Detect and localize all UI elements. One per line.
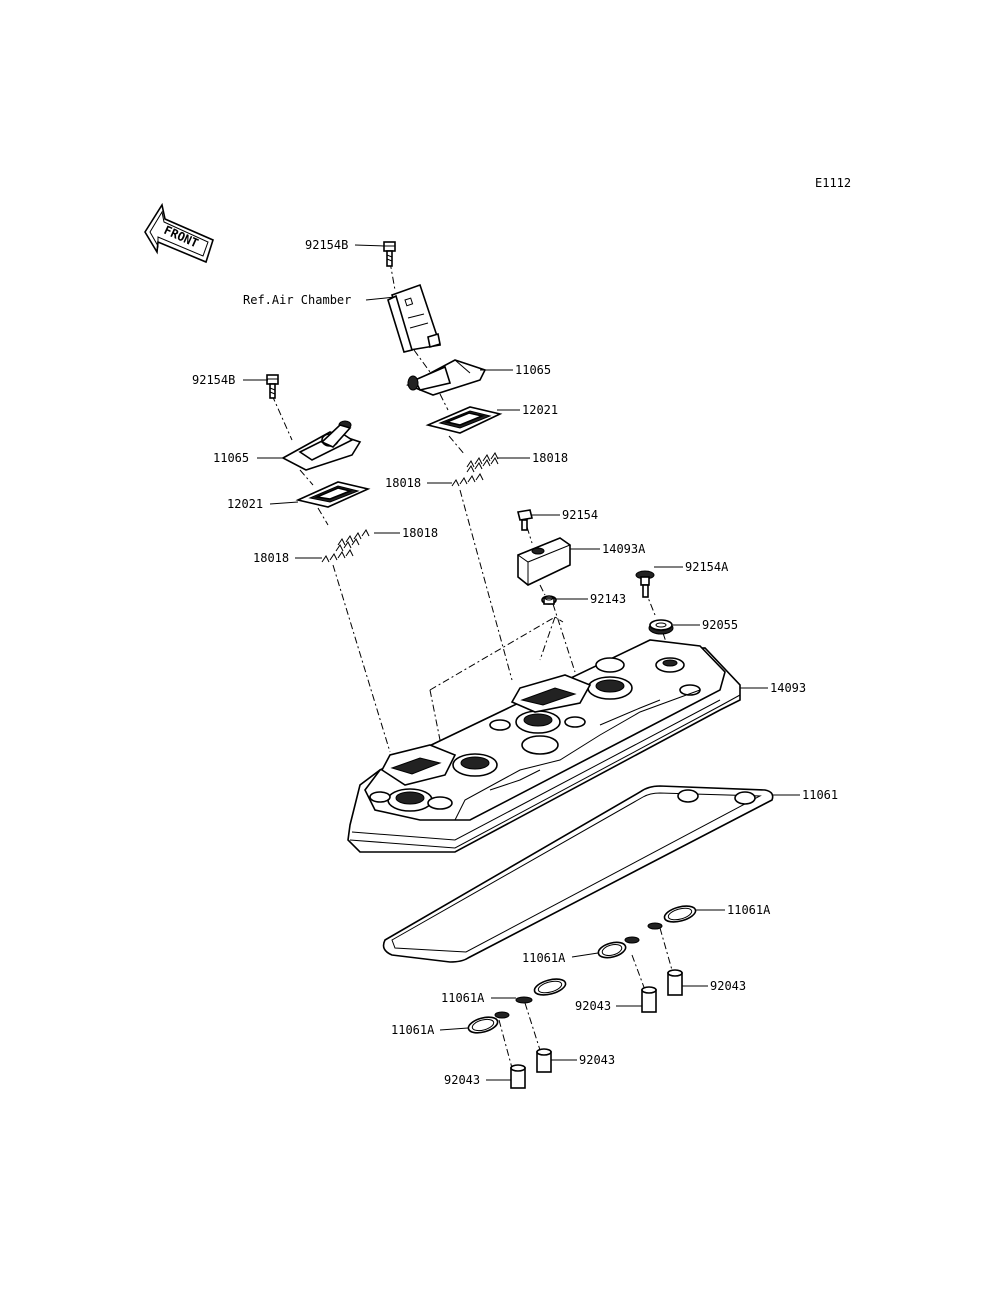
reed-clamp-left-b: [321, 549, 354, 563]
label-bolt-92154a: 92154A: [685, 560, 729, 574]
bracket-14093a: [516, 537, 572, 586]
head-cover-gasket-11061: [382, 785, 774, 963]
label-clamp-upper-a: 18018: [532, 451, 568, 465]
front-arrow-icon: FRONT: [144, 202, 214, 264]
reed-gasket-upper: [425, 406, 503, 434]
label-gasket-upper: 12021: [522, 403, 558, 417]
reed-clamp-left-a: [335, 529, 370, 552]
label-clamp-left-a: 18018: [402, 526, 438, 540]
label-collar-3: 92043: [579, 1053, 615, 1067]
reed-valve-cover-upper: [406, 359, 487, 396]
oring-11061a-1: [647, 905, 697, 930]
bolt-92154: [517, 509, 533, 531]
diagram-code: E1112: [815, 176, 851, 190]
reed-valve-cover-left: [281, 420, 362, 471]
label-clamp-left-b: 18018: [253, 551, 289, 565]
label-bolt-left: 92154B: [192, 373, 235, 387]
collar-92043-2: [641, 986, 657, 1013]
label-gasket-left: 12021: [227, 497, 263, 511]
collar-92043-1: [667, 969, 683, 996]
label-oring-2: 11061A: [522, 951, 566, 965]
label-oring-3: 11061A: [441, 991, 485, 1005]
oring-11061a-2: [597, 936, 640, 959]
label-washer: 92055: [702, 618, 738, 632]
alignment-lines: [271, 261, 673, 1069]
reed-gasket-left: [295, 481, 371, 508]
label-clamp-upper-b: 18018: [385, 476, 421, 490]
label-grommet: 92143: [590, 592, 626, 606]
bolt-92154b-left: [266, 374, 279, 399]
reed-clamp-upper-a: [466, 452, 499, 473]
collar-92043-4: [510, 1064, 526, 1089]
air-chamber-pipe: [387, 283, 442, 353]
reed-clamp-upper-b: [451, 473, 484, 487]
label-collar-2: 92043: [575, 999, 611, 1013]
washer-92055: [648, 619, 674, 635]
label-bracket: 14093A: [602, 542, 646, 556]
leader-lines: [243, 244, 800, 1081]
bolt-92154a: [635, 570, 655, 598]
cylinder-head-cover-14093: [347, 639, 741, 853]
label-cover-upper: 11065: [515, 363, 551, 377]
label-ref-air-chamber: Ref.Air Chamber: [243, 293, 351, 307]
oring-11061a-4: [467, 1011, 510, 1034]
label-cylinder-head-cover: 14093: [770, 681, 806, 695]
collar-92043-3: [536, 1048, 552, 1073]
label-cover-left: 11065: [213, 451, 249, 465]
label-gasket-head-cover: 11061: [802, 788, 838, 802]
label-collar-1: 92043: [710, 979, 746, 993]
label-bolt-92154: 92154: [562, 508, 598, 522]
label-oring-1: 11061A: [727, 903, 771, 917]
bolt-92154b-top: [383, 241, 396, 267]
oring-11061a-3: [515, 978, 567, 1004]
label-oring-4: 11061A: [391, 1023, 435, 1037]
label-bolt-top: 92154B: [305, 238, 348, 252]
grommet-92143: [541, 595, 557, 605]
label-collar-4: 92043: [444, 1073, 480, 1087]
